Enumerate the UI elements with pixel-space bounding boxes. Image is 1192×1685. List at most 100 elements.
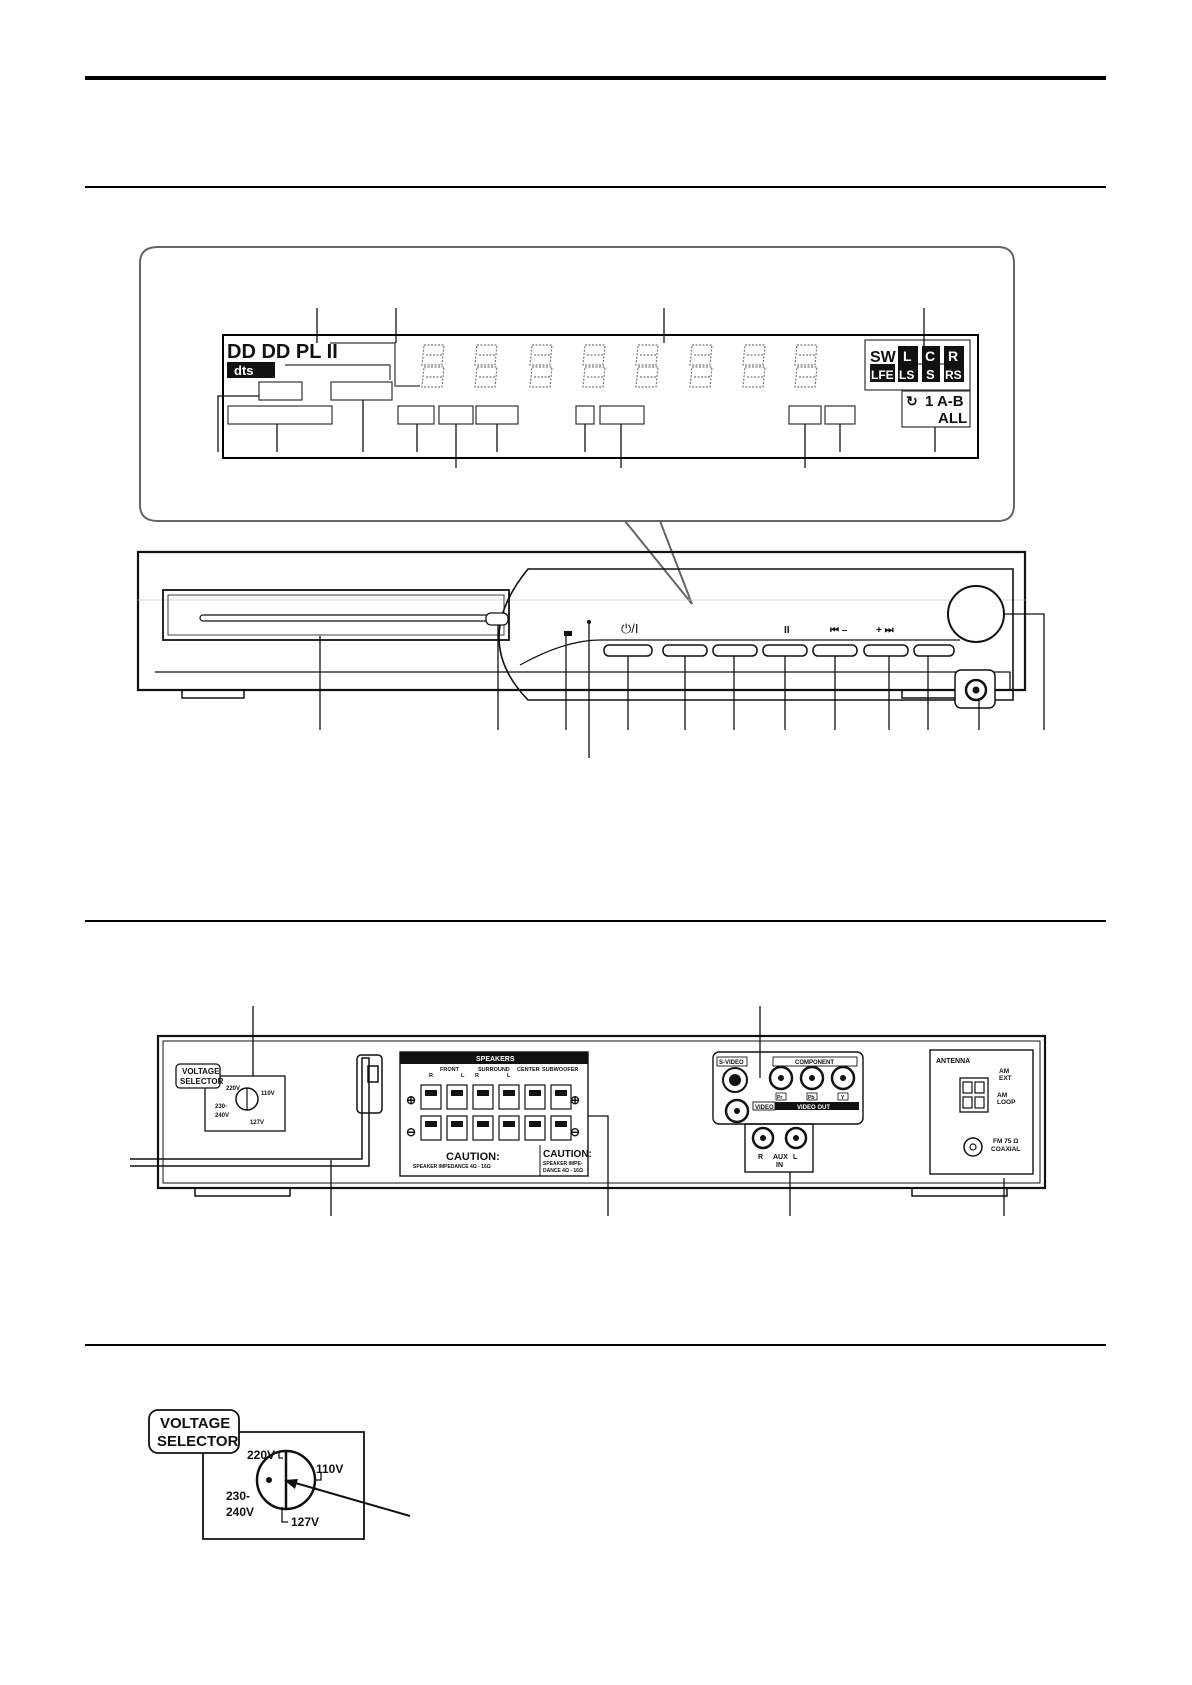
svg-text:127V: 127V	[291, 1515, 319, 1529]
indicator-box	[258, 381, 303, 401]
volume-knob[interactable]	[947, 585, 1005, 643]
indicator-box	[788, 405, 822, 425]
speaker-terminal[interactable]	[420, 1115, 442, 1141]
speaker-terminal-clip	[477, 1121, 489, 1127]
svg-text:⊖: ⊖	[570, 1125, 580, 1139]
speaker-terminal-clip	[529, 1121, 541, 1127]
digit-segment	[689, 366, 713, 388]
next-symbol: + ⏭	[876, 625, 894, 636]
speaker-terminal[interactable]	[420, 1084, 442, 1110]
am-terminal[interactable]	[959, 1077, 989, 1113]
indicator-box	[599, 405, 645, 425]
speaker-terminal[interactable]	[446, 1084, 468, 1110]
indicator-box	[575, 405, 595, 425]
channel-lfe: LFE	[871, 368, 894, 382]
digit-segment	[529, 366, 553, 388]
speaker-terminal[interactable]	[498, 1084, 520, 1110]
svg-text:AUX: AUX	[773, 1154, 788, 1161]
source-button[interactable]	[662, 644, 708, 657]
prev-button[interactable]	[812, 644, 858, 657]
svg-text:SUBWOOFER: SUBWOOFER	[542, 1067, 578, 1073]
svg-text:220V: 220V	[247, 1448, 275, 1462]
speaker-terminal[interactable]	[472, 1115, 494, 1141]
svg-text:COAXIAL: COAXIAL	[991, 1146, 1020, 1153]
speaker-terminal-clip	[555, 1121, 567, 1127]
svg-text:VIDEO: VIDEO	[755, 1105, 774, 1111]
svg-text:LOOP: LOOP	[997, 1099, 1016, 1106]
svg-text:L: L	[461, 1073, 465, 1079]
svg-text:⊕: ⊕	[570, 1093, 580, 1107]
speaker-terminal-clip	[451, 1090, 463, 1096]
channel-l: L	[903, 348, 912, 364]
indicator-box	[438, 405, 474, 425]
display-window: DD DD PL II dts SW L C R LFE LS S	[222, 334, 979, 459]
svg-text:220V: 220V	[226, 1086, 240, 1092]
digit-segment	[474, 344, 498, 366]
speaker-terminals: SPEAKERS FRONT SURROUND CENTER SUBWOOFER…	[399, 1051, 592, 1177]
speaker-terminal[interactable]	[524, 1084, 546, 1110]
digit-segment	[421, 366, 445, 388]
pause-symbol: II	[784, 625, 790, 636]
pause-button[interactable]	[762, 644, 808, 657]
indicator-box	[475, 405, 519, 425]
speaker-terminal[interactable]	[550, 1084, 572, 1110]
svg-text:SPEAKERS: SPEAKERS	[476, 1056, 515, 1063]
rear-leader-lines	[252, 1006, 1005, 1216]
rear-voltage-selector	[204, 1075, 286, 1132]
svg-text:AM: AM	[997, 1092, 1007, 1099]
speaker-terminal-clip	[477, 1090, 489, 1096]
svg-text:⊕: ⊕	[406, 1093, 416, 1107]
next-button[interactable]	[863, 644, 909, 657]
speaker-terminal[interactable]	[550, 1115, 572, 1141]
speaker-terminal-clip	[503, 1090, 515, 1096]
rear-panel: VOLTAGE SELECTOR 220V 110V 230- 240V 127…	[130, 1034, 1047, 1197]
power-button[interactable]	[603, 644, 653, 657]
disc-tray[interactable]	[162, 589, 510, 641]
stop-button[interactable]	[913, 644, 955, 657]
voltage-title-2: SELECTOR	[157, 1433, 239, 1450]
indicator-box	[397, 405, 435, 425]
speaker-terminal[interactable]	[524, 1115, 546, 1141]
repeat-all: ALL	[938, 410, 967, 427]
svg-text:CAUTION:: CAUTION:	[446, 1151, 500, 1163]
indicator-box	[227, 405, 333, 425]
speaker-terminal[interactable]	[498, 1115, 520, 1141]
digit-segment	[635, 366, 659, 388]
digit-segment	[421, 344, 445, 366]
digit-segment	[582, 344, 606, 366]
svg-text:FM 75 Ω: FM 75 Ω	[993, 1138, 1018, 1145]
antenna-block: ANTENNA AM EXT AM LOOP FM 75 Ω COAXIAL	[929, 1049, 1034, 1175]
svg-text:SPEAKER IMPEDANCE 4Ω - 16Ω: SPEAKER IMPEDANCE 4Ω - 16Ω	[413, 1164, 491, 1170]
svg-text:VOLTAGE: VOLTAGE	[182, 1067, 220, 1076]
display-leader-lines	[217, 308, 936, 468]
play-button[interactable]	[712, 644, 758, 657]
dolby-pl2-logo: DD DD PL II	[227, 341, 338, 363]
svg-text:240V: 240V	[226, 1505, 254, 1519]
svg-text:VIDEO OUT: VIDEO OUT	[797, 1105, 830, 1111]
front-leader-lines	[319, 613, 1045, 758]
speaker-terminal-clip	[425, 1090, 437, 1096]
digit-segment	[794, 344, 818, 366]
channel-indicator-frame	[864, 339, 971, 391]
speaker-terminal[interactable]	[446, 1115, 468, 1141]
svg-text:IN: IN	[776, 1162, 783, 1169]
svg-text:L: L	[793, 1154, 798, 1161]
svg-text:SPEAKER IMPE-: SPEAKER IMPE-	[543, 1161, 583, 1167]
speaker-terminal-clip	[425, 1121, 437, 1127]
digit-segment	[635, 344, 659, 366]
channel-sw: SW	[870, 349, 897, 366]
svg-text:L: L	[507, 1073, 511, 1079]
svg-text:dts: dts	[234, 363, 254, 378]
speaker-terminal-clip	[555, 1090, 567, 1096]
channel-ls: LS	[899, 368, 914, 382]
open-close-button[interactable]	[485, 612, 509, 626]
speaker-terminal[interactable]	[472, 1084, 494, 1110]
display-callout	[139, 246, 1015, 605]
indicator-box	[824, 405, 856, 425]
digit-segment	[582, 366, 606, 388]
svg-text:FRONT: FRONT	[440, 1067, 460, 1073]
svg-text:R: R	[758, 1154, 763, 1161]
svg-text:COMPONENT: COMPONENT	[795, 1060, 834, 1066]
svg-text:127V: 127V	[250, 1120, 264, 1126]
svg-text:CENTER: CENTER	[517, 1067, 540, 1073]
